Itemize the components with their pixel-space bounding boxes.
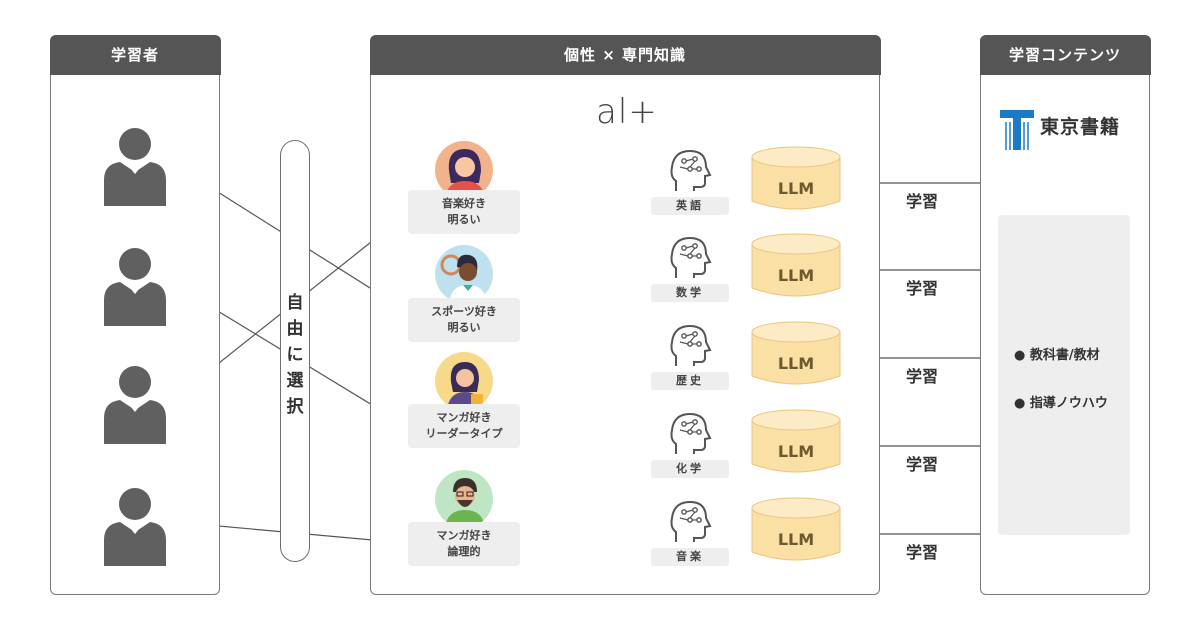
content-item-label: 教科書/教材 (1029, 348, 1100, 363)
ai-persona-label: スポーツ好き 明るい (408, 298, 520, 342)
llm-label: LLM (777, 179, 815, 198)
persona-trait-1: 音楽好き (442, 197, 486, 210)
study-label: 学習 (906, 192, 939, 211)
llm-cylinder-icon (751, 233, 841, 297)
subject-label: 音楽 (651, 548, 729, 566)
study-label: 学習 (906, 543, 939, 562)
ai-persona-label: マンガ好き リーダータイプ (408, 404, 520, 448)
subject-label: 数学 (651, 284, 729, 302)
free-choice-label: 自由に選択 (286, 293, 304, 417)
learner-panel-title: 学習者 (49, 34, 221, 75)
publisher-name: 東京書籍 (1040, 116, 1121, 138)
llm-label: LLM (777, 354, 815, 373)
llm-label: LLM (777, 530, 815, 549)
study-label: 学習 (906, 367, 939, 386)
subject-label: 化学 (651, 460, 729, 478)
persona-trait-2: リーダータイプ (425, 427, 503, 440)
ai-persona-label: マンガ好き 論理的 (408, 522, 520, 566)
ai-plus-logo: al+ (596, 92, 658, 132)
ai-panel-title: 個性 × 専門知識 (369, 34, 881, 75)
brain-head-icon (670, 324, 712, 366)
brain-head-icon (670, 500, 712, 542)
persona-trait-2: 明るい (447, 213, 481, 226)
man-glasses-avatar-icon (435, 470, 493, 528)
content-item-label: 指導ノウハウ (1029, 396, 1108, 411)
llm-cylinder-icon (751, 146, 841, 210)
person-icon (104, 248, 166, 326)
llm-cylinder-icon (751, 409, 841, 473)
ai-persona-label: 音楽好き 明るい (408, 190, 520, 234)
man-tennis-avatar-icon (435, 245, 493, 303)
person-icon (104, 128, 166, 206)
subject-label: 歴史 (651, 372, 729, 390)
study-label: 学習 (906, 279, 939, 298)
person-icon (104, 488, 166, 566)
person-icon (104, 366, 166, 444)
content-item: ● 教科書/教材 (1014, 348, 1100, 363)
brain-head-icon (670, 236, 712, 278)
llm-label: LLM (777, 266, 815, 285)
content-list-box (998, 215, 1130, 535)
study-label: 学習 (906, 455, 939, 474)
persona-trait-1: マンガ好き (436, 411, 492, 424)
subject-label: 英語 (651, 197, 729, 215)
tokyo-shoseki-logo-icon (1000, 110, 1034, 150)
content-item: ● 指導ノウハウ (1014, 396, 1108, 411)
persona-trait-1: マンガ好き (436, 529, 492, 542)
woman-leader-avatar-icon (435, 352, 493, 410)
persona-trait-1: スポーツ好き (431, 305, 497, 318)
llm-cylinder-icon (751, 497, 841, 561)
persona-trait-2: 論理的 (447, 545, 481, 558)
brain-head-icon (670, 412, 712, 454)
persona-trait-2: 明るい (447, 321, 481, 334)
content-panel-title: 学習コンテンツ (979, 34, 1151, 75)
brain-head-icon (670, 149, 712, 191)
llm-cylinder-icon (751, 321, 841, 385)
llm-label: LLM (777, 442, 815, 461)
free-choice-pill (280, 140, 310, 562)
